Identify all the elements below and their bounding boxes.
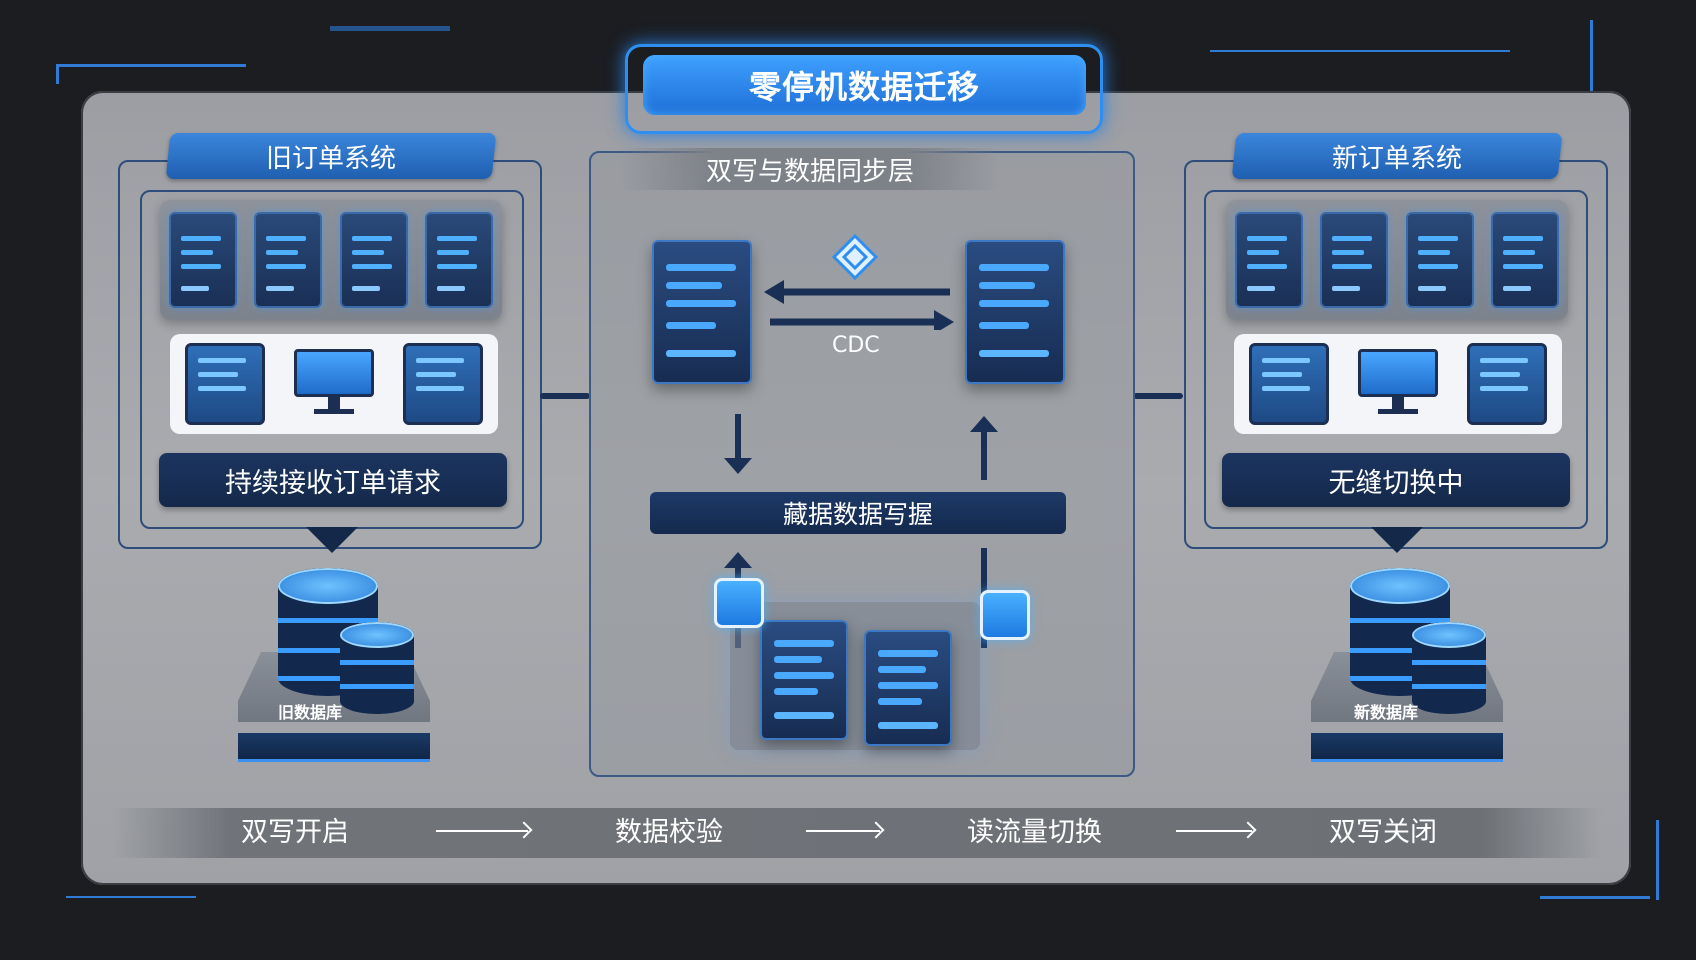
old-db-platform-base: [238, 733, 430, 762]
down-arrow-icon: [724, 458, 752, 474]
up-arrow-icon: [970, 416, 998, 432]
cdc-arrows: [764, 280, 954, 330]
timeline-arrow: [806, 830, 880, 832]
server-icon: [1405, 212, 1474, 308]
up-arrow-icon: [724, 552, 752, 568]
title-frame: [625, 44, 1103, 134]
mail-chip-icon: [980, 590, 1030, 640]
old-system-header-label: 旧订单系统: [265, 143, 396, 174]
page-title: 零停机数据迁移: [643, 55, 1086, 115]
new-db-label: 新数据库: [1354, 703, 1419, 722]
terminal-icon: [184, 343, 265, 425]
frame-line: [1656, 820, 1659, 900]
frame-line: [1540, 896, 1650, 899]
database-icon: [1412, 622, 1486, 714]
new-system-header-label: 新订单系统: [1331, 143, 1462, 174]
new-server-rack: [1226, 200, 1568, 320]
new-system-header: 新订单系统: [1231, 133, 1563, 179]
frame-line: [330, 26, 450, 31]
timeline-step: 双写开启: [241, 817, 349, 848]
old-db-label: 旧数据库: [278, 703, 343, 722]
down-arrow-icon: [1371, 527, 1423, 553]
server-icon: [168, 212, 237, 308]
timeline-step: 读流量切换: [967, 817, 1102, 848]
frame-line: [1210, 50, 1510, 52]
down-arrow-icon: [306, 527, 358, 553]
timeline-step: 数据校验: [615, 817, 723, 848]
old-system-header: 旧订单系统: [165, 133, 497, 179]
document-chip-icon: [714, 578, 764, 628]
up-arrow-shaft: [981, 430, 987, 480]
cluster-server-icon: [864, 630, 952, 746]
timeline-arrow: [436, 830, 528, 832]
desktop-icon: [1357, 349, 1438, 419]
frame-line: [56, 64, 246, 67]
frame-line: [1590, 20, 1593, 130]
terminal-icon: [403, 343, 484, 425]
down-arrow-shaft: [735, 414, 741, 462]
terminal-icon: [1248, 343, 1329, 425]
server-icon: [254, 212, 323, 308]
sync-layer-header: 双写与数据同步层: [620, 148, 1000, 190]
new-client-row: [1234, 334, 1562, 434]
source-server-icon: [652, 240, 752, 384]
new-db-platform-base: [1311, 733, 1503, 762]
server-icon: [1491, 212, 1560, 308]
migration-timeline: [112, 808, 1602, 858]
database-icon: [340, 622, 414, 714]
frame-line: [56, 64, 59, 84]
old-client-row: [170, 334, 498, 434]
target-server-icon: [965, 240, 1065, 384]
server-icon: [425, 212, 494, 308]
frame-line: [66, 896, 196, 898]
server-icon: [339, 212, 408, 308]
timeline-arrow: [1176, 830, 1252, 832]
timeline-step: 双写关闭: [1329, 817, 1437, 848]
server-icon: [1234, 212, 1303, 308]
new-system-status: 无缝切换中: [1222, 453, 1570, 507]
cdc-label: CDC: [832, 333, 880, 358]
sync-diamond-icon: [832, 234, 878, 280]
terminal-icon: [1467, 343, 1548, 425]
connector-left: [540, 393, 590, 399]
cluster-server-icon: [760, 620, 848, 740]
old-system-status: 持续接收订单请求: [159, 453, 507, 507]
data-write-layer: 藏据数据写握: [650, 492, 1066, 534]
old-server-rack: [160, 200, 502, 320]
desktop-icon: [293, 349, 374, 419]
server-icon: [1320, 212, 1389, 308]
connector-right: [1133, 393, 1183, 399]
